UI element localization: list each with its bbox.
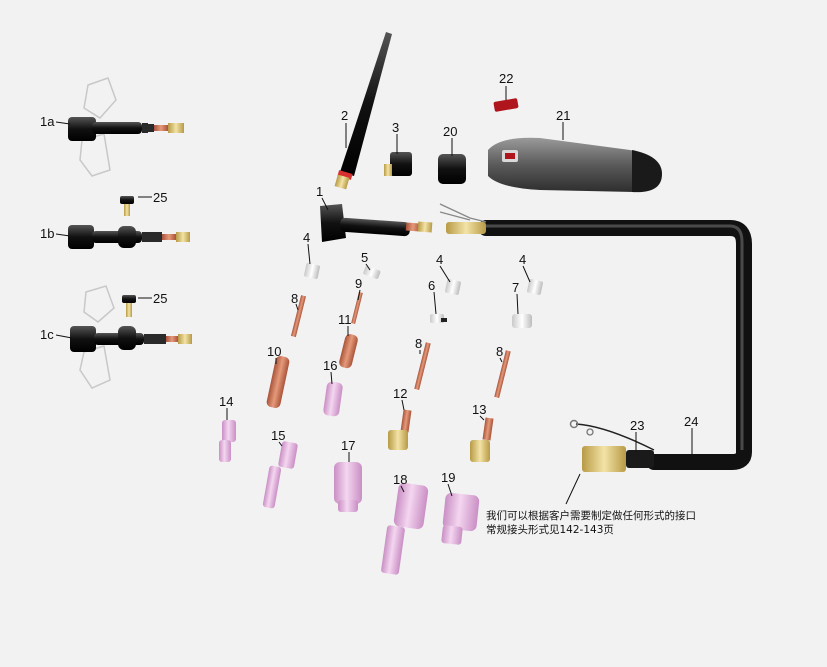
torch-head-1 (320, 204, 433, 242)
callout-4c: 4 (519, 252, 526, 267)
callout-8c: 8 (496, 344, 503, 359)
callout-19: 19 (441, 470, 455, 485)
collet-8b (414, 342, 431, 391)
collet-body-4b (445, 279, 461, 295)
collet-9 (351, 291, 363, 325)
nozzle-16 (323, 381, 343, 417)
callout-8b: 8 (415, 336, 422, 351)
connector-23 (569, 419, 655, 472)
connector-note-line2: 常规接头形式见142-143页 (486, 524, 614, 536)
part-25-bottom (122, 295, 136, 317)
callout-6: 6 (428, 278, 435, 293)
short-cap-3 (384, 152, 412, 176)
callout-1c: 1c (40, 327, 54, 342)
callout-14: 14 (219, 394, 233, 409)
leader-lines (55, 86, 693, 505)
collet-body-4c (527, 279, 543, 295)
collet-8c (494, 350, 511, 399)
callout-15: 15 (271, 428, 285, 443)
callout-25a: 25 (153, 190, 167, 205)
callout-5: 5 (361, 250, 368, 265)
collet-body-5 (363, 266, 381, 279)
collet-body-10 (266, 356, 290, 408)
callout-9: 9 (355, 276, 362, 291)
cable-24 (439, 203, 752, 470)
callout-labels: 1a 1b 1c 25 25 1 2 3 20 22 21 4 5 4 4 6 … (40, 71, 698, 487)
callout-22: 22 (499, 71, 513, 86)
collet-8a (290, 295, 306, 338)
callout-1: 1 (316, 184, 323, 199)
torch-1a (68, 77, 184, 177)
callout-21: 21 (556, 108, 570, 123)
sleeve-20 (438, 154, 466, 184)
callout-7: 7 (512, 280, 519, 295)
callout-4a: 4 (303, 230, 310, 245)
callout-1b: 1b (40, 226, 54, 241)
callout-12: 12 (393, 386, 407, 401)
collet-body-4a (304, 263, 320, 279)
collet-body-11 (339, 334, 358, 369)
callout-18: 18 (393, 472, 407, 487)
callout-20: 20 (443, 124, 457, 139)
callout-23: 23 (630, 418, 644, 433)
connector-note-line1: 我们可以根据客户需要制定做任何形式的接口 (486, 510, 696, 522)
callout-11: 11 (338, 312, 352, 327)
gas-lens-12 (388, 409, 412, 450)
callout-10: 10 (267, 344, 281, 359)
switch-22 (493, 98, 519, 112)
torch-1c (70, 285, 192, 389)
callout-1a: 1a (40, 114, 55, 129)
callout-16: 16 (323, 358, 337, 373)
nozzle-14 (219, 420, 236, 462)
back-cap-2 (334, 32, 392, 190)
callout-2: 2 (341, 108, 348, 123)
torch-1b (68, 225, 190, 249)
callout-4b: 4 (436, 252, 443, 267)
callout-25b: 25 (153, 291, 167, 306)
gasket-7 (512, 314, 532, 328)
gas-lens-13 (470, 417, 494, 462)
gasket-6 (430, 314, 447, 323)
nozzle-19 (441, 492, 480, 545)
callout-8a: 8 (291, 291, 298, 306)
nozzle-17 (334, 462, 362, 512)
nozzle-18 (381, 482, 429, 575)
nozzle-15 (262, 441, 298, 509)
callout-13: 13 (472, 402, 486, 417)
callout-24: 24 (684, 414, 698, 429)
part-25-top (120, 196, 134, 216)
callout-3: 3 (392, 120, 399, 135)
callout-17: 17 (341, 438, 355, 453)
handle-21 (488, 137, 662, 193)
